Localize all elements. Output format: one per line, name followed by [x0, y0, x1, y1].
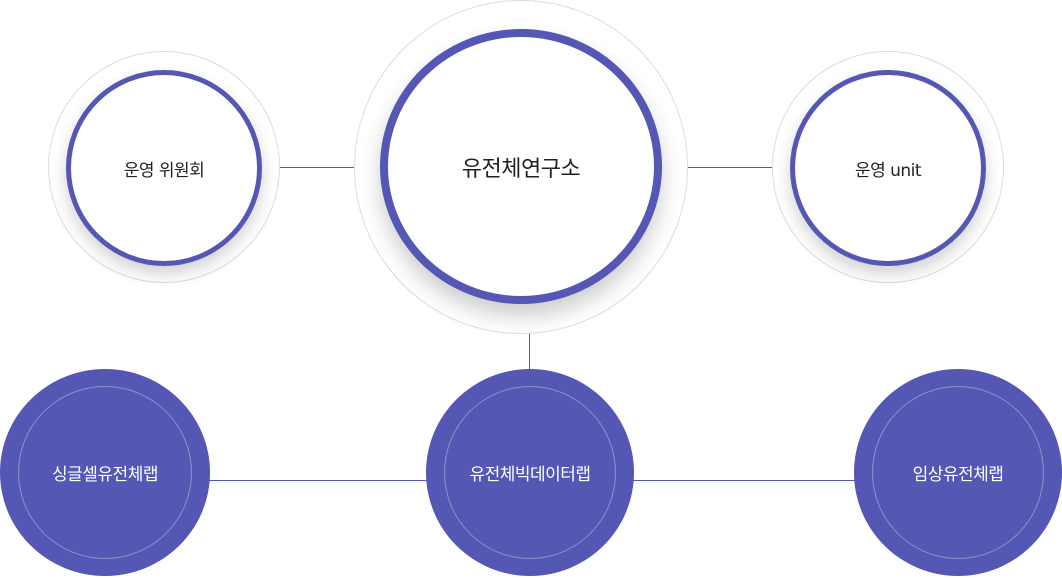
center-node: 유전체연구소	[380, 29, 662, 304]
bottom-left-node-label: 싱글셀유전체랩	[52, 465, 158, 485]
connector-center-right	[658, 167, 796, 168]
bottom-right-node-label: 임상유전체랩	[912, 465, 1004, 485]
left-node: 운영 위원회	[66, 70, 262, 266]
bottom-center-node-inner-ring	[444, 386, 616, 559]
bottom-left-node-inner-ring	[18, 386, 192, 559]
left-node-label: 운영 위원회	[123, 160, 205, 181]
bottom-center-node-label: 유전체빅데이터랩	[469, 465, 591, 485]
bottom-right-node: 임상유전체랩	[854, 369, 1062, 576]
connector-center-bottom	[529, 300, 530, 376]
right-node-label: 운영 unit	[854, 160, 922, 181]
bottom-right-node-inner-ring	[872, 386, 1044, 559]
connector-bottom-left-center	[205, 480, 430, 481]
center-node-label: 유전체연구소	[461, 156, 581, 182]
bottom-center-node: 유전체빅데이터랩	[426, 369, 634, 576]
connector-left-center	[258, 167, 386, 168]
right-node: 운영 unit	[790, 70, 986, 266]
connector-bottom-center-right	[630, 480, 858, 481]
bottom-left-node: 싱글셀유전체랩	[0, 369, 210, 576]
